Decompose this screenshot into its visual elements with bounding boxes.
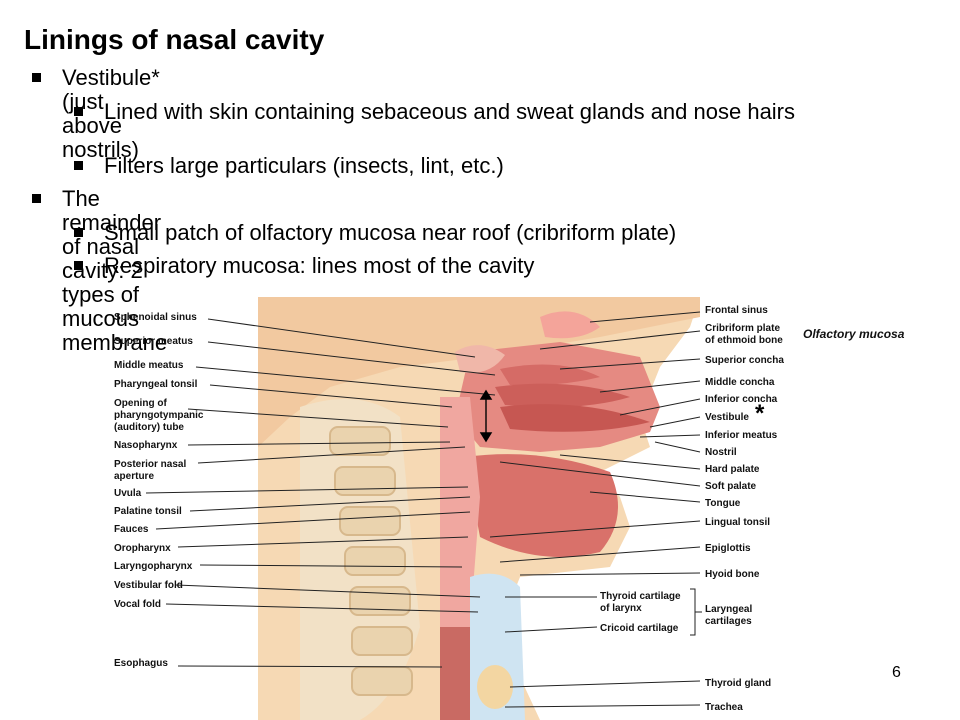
label-hyoid-bone: Hyoid bone: [705, 569, 760, 580]
bullet-text: Filters large particulars (insects, lint…: [104, 153, 504, 178]
bullet-remainder: The remainder of nasal cavity: 2 types o…: [32, 186, 168, 355]
label-superior-meatus: Superior meatus: [114, 336, 193, 347]
label-lingual-tonsil: Lingual tonsil: [705, 517, 770, 528]
esophagus: [440, 627, 470, 720]
label-posterior-nasal: Posterior nasal: [114, 459, 186, 470]
bullet-skin-lining: Lined with skin containing sebaceous and…: [74, 99, 884, 124]
label-palatine-tonsil: Palatine tonsil: [114, 506, 182, 517]
bullet-text: The remainder of nasal cavity: 2 types o…: [62, 186, 168, 355]
label-vestibular-fold: Vestibular fold: [114, 580, 183, 591]
superior-concha: [500, 364, 600, 386]
label-of-larynx: of larynx: [600, 603, 642, 614]
vestibule-asterisk: *: [755, 400, 765, 427]
label-cartilages: cartilages: [705, 616, 752, 627]
label-inferior-concha: Inferior concha: [705, 394, 778, 405]
bullet-text: Small patch of olfactory mucosa near roo…: [104, 220, 677, 245]
label-nasopharynx: Nasopharynx: [114, 440, 178, 451]
label-uvula: Uvula: [114, 488, 142, 499]
vertebra-5: [349, 586, 411, 616]
label-tongue: Tongue: [705, 498, 741, 509]
bullet-text: Respiratory mucosa: lines most of the ca…: [104, 253, 535, 278]
vertebra-2: [334, 466, 396, 496]
label-middle-meatus: Middle meatus: [114, 360, 184, 371]
label-opening-of: Opening of: [114, 398, 167, 409]
label-middle-concha: Middle concha: [705, 377, 775, 388]
label-cricoid-cartilage: Cricoid cartilage: [600, 623, 679, 634]
label-vocal-fold: Vocal fold: [114, 599, 161, 610]
vertebra-3: [339, 506, 401, 536]
label-pharyngeal-tonsil: Pharyngeal tonsil: [114, 379, 198, 390]
vertebra-4: [344, 546, 406, 576]
label-soft-palate: Soft palate: [705, 481, 757, 492]
label-epiglottis: Epiglottis: [705, 543, 751, 554]
label-nostril: Nostril: [705, 447, 737, 458]
label-cribriform-plate: Cribriform plate: [705, 323, 780, 334]
square-bullet-icon: [74, 107, 83, 116]
sphenoidal-sinus: [455, 345, 505, 373]
skull-bone: [258, 297, 700, 447]
square-bullet-icon: [74, 228, 83, 237]
label-auditory-tube: (auditory) tube: [114, 422, 184, 433]
label-laryngeal: Laryngeal: [705, 604, 752, 615]
label-fauces: Fauces: [114, 524, 149, 535]
label-thyroid-cartilage: Thyroid cartilage: [600, 591, 681, 602]
label-trachea: Trachea: [705, 702, 743, 713]
region-double-arrow: [479, 389, 493, 443]
label-inferior-meatus: Inferior meatus: [705, 430, 778, 441]
frontal-sinus: [540, 311, 600, 339]
inferior-concha: [500, 404, 650, 432]
square-bullet-icon: [74, 161, 83, 170]
label-of-ethmoid-bone: of ethmoid bone: [705, 335, 783, 346]
bullet-filters: Filters large particulars (insects, lint…: [74, 153, 884, 178]
bullet-olfactory: Small patch of olfactory mucosa near roo…: [74, 220, 884, 245]
label-superior-concha: Superior concha: [705, 355, 784, 366]
bullet-text: Lined with skin containing sebaceous and…: [104, 99, 796, 124]
label-sphenoidal-sinus: Sphenoidal sinus: [114, 312, 197, 323]
square-bullet-icon: [32, 73, 41, 82]
page-number: 6: [892, 664, 901, 681]
square-bullet-icon: [74, 261, 83, 270]
bullet-respiratory: Respiratory mucosa: lines most of the ca…: [74, 253, 884, 278]
label-hard-palate: Hard palate: [705, 464, 760, 475]
label-frontal-sinus: Frontal sinus: [705, 305, 768, 316]
label-oropharynx: Oropharynx: [114, 543, 171, 554]
label-esophagus: Esophagus: [114, 658, 168, 669]
vertebra-6: [351, 626, 413, 656]
slide-title: Linings of nasal cavity: [24, 24, 325, 55]
label-aperture: aperture: [114, 471, 154, 482]
vertebra-7: [351, 666, 413, 696]
label-olfactory-mucosa: Olfactory mucosa: [803, 327, 905, 341]
vertebra-1: [329, 426, 391, 456]
thyroid-gland: [477, 665, 513, 709]
nasal-cavity-diagram: Sphenoidal sinus Superior meatus Middle …: [114, 297, 905, 720]
tongue: [465, 454, 618, 557]
label-laryngopharynx: Laryngopharynx: [114, 561, 193, 572]
label-pharyngotympanic: pharyngotympanic: [114, 410, 204, 421]
label-vestibule: Vestibule: [705, 412, 749, 423]
label-thyroid-gland: Thyroid gland: [705, 678, 771, 689]
middle-concha: [495, 383, 630, 408]
square-bullet-icon: [32, 194, 41, 203]
